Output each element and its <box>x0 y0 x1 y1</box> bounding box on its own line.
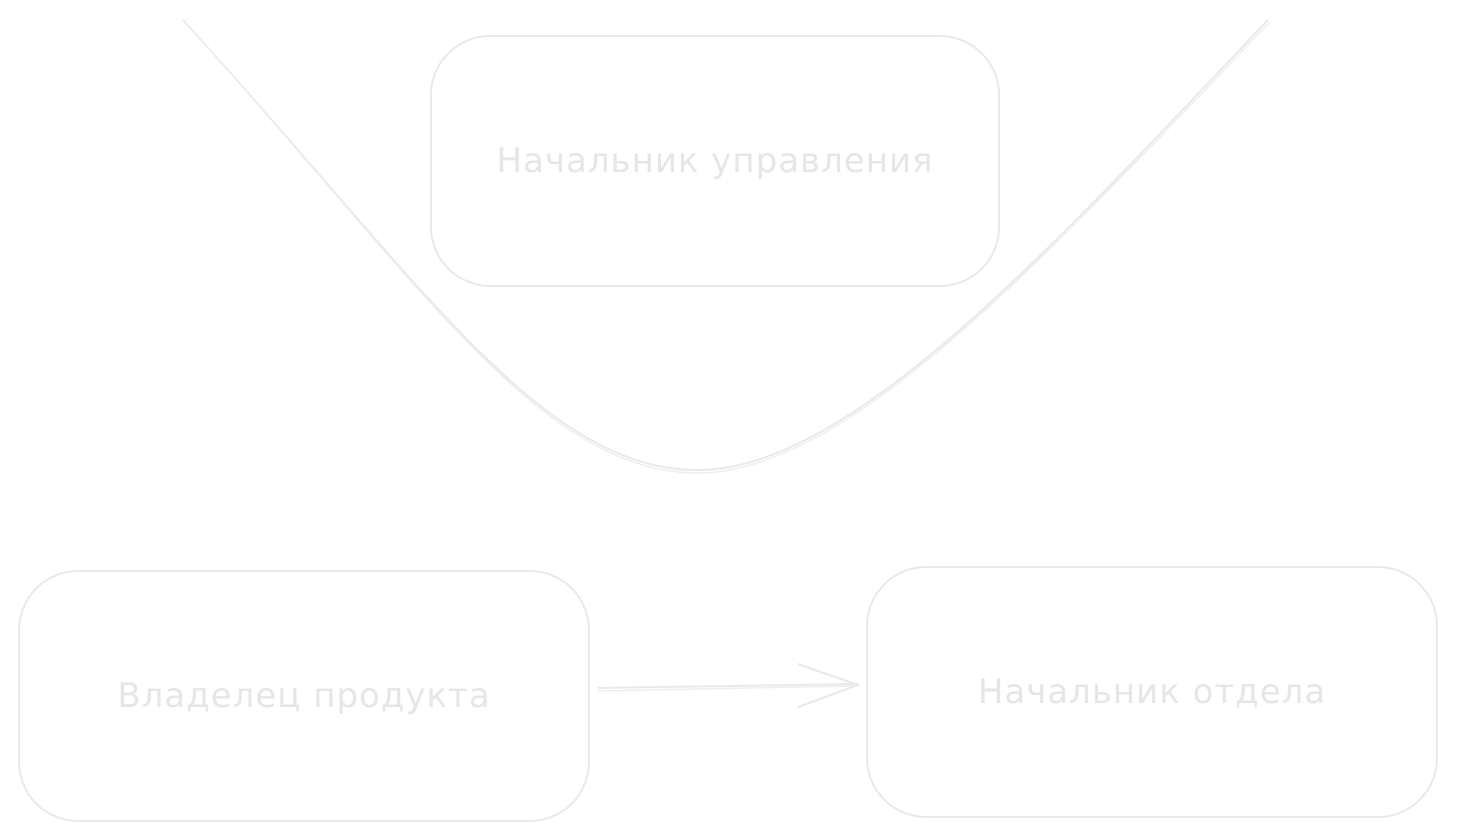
node-head-of-department[interactable]: Начальник отдела <box>866 566 1438 818</box>
node-label: Начальник отдела <box>977 672 1327 712</box>
node-head-of-management[interactable]: Начальник управления <box>430 35 1000 287</box>
node-product-owner[interactable]: Владелец продукта <box>18 570 590 822</box>
node-label: Владелец продукта <box>117 676 491 716</box>
node-label: Начальник управления <box>496 141 934 181</box>
arrow-product-owner-to-head-of-department <box>597 663 861 708</box>
curve-connector <box>182 19 1269 472</box>
